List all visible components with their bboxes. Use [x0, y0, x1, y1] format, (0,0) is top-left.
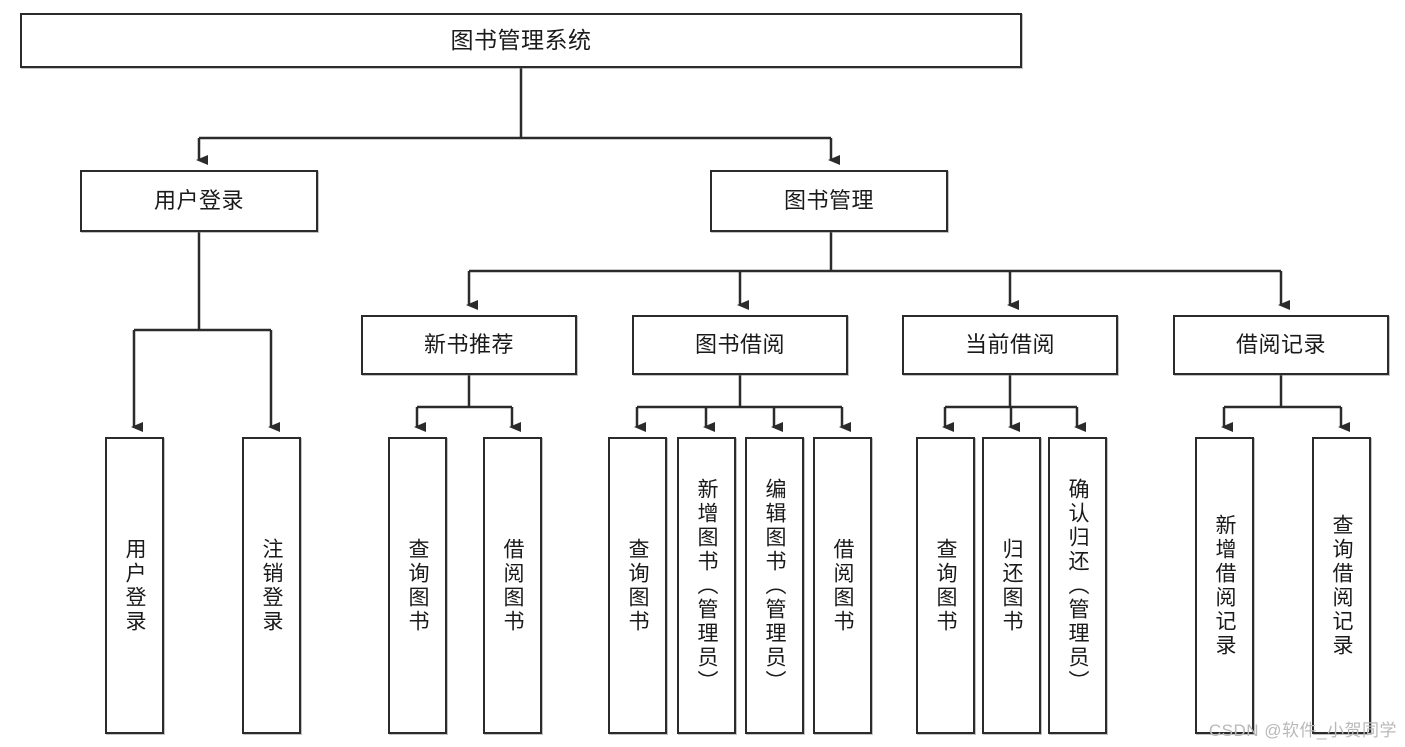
node-label: 当前借阅	[964, 332, 1055, 358]
node-label: 借阅图书	[501, 537, 524, 634]
node-label: 查询图书	[406, 537, 429, 634]
node-label: 图书借阅	[694, 332, 785, 358]
node-new-book-recommend[interactable]: 新书推荐	[361, 315, 577, 375]
node-label: 新增图书（管理员）	[695, 477, 718, 694]
node-label: 归还图书	[1000, 537, 1023, 634]
node-book-management[interactable]: 图书管理	[710, 170, 948, 232]
node-label: 新增借阅记录	[1213, 513, 1236, 658]
node-label: 借阅图书	[831, 537, 854, 634]
leaf-user-login-logout[interactable]: 注销登录	[242, 437, 301, 734]
node-root-book-management-system[interactable]: 图书管理系统	[20, 13, 1022, 68]
node-book-borrow[interactable]: 图书借阅	[632, 315, 848, 375]
leaf-current-borrow-confirm-return-admin[interactable]: 确认归还（管理员）	[1048, 437, 1107, 734]
node-label: 查询图书	[934, 537, 957, 634]
node-label: 借阅记录	[1235, 332, 1326, 358]
node-label: 注销登录	[260, 537, 283, 634]
leaf-book-borrow-borrow-book[interactable]: 借阅图书	[813, 437, 872, 734]
node-label: 新书推荐	[423, 332, 514, 358]
node-current-borrow[interactable]: 当前借阅	[902, 315, 1118, 375]
leaf-new-book-query-book[interactable]: 查询图书	[388, 437, 447, 734]
node-label: 图书管理	[783, 188, 874, 214]
node-borrow-record[interactable]: 借阅记录	[1173, 315, 1389, 375]
leaf-book-borrow-add-book-admin[interactable]: 新增图书（管理员）	[677, 437, 736, 734]
node-label: 用户登录	[123, 537, 146, 634]
node-user-login[interactable]: 用户登录	[80, 170, 318, 232]
node-label: 确认归还（管理员）	[1066, 477, 1089, 694]
leaf-new-book-borrow-book[interactable]: 借阅图书	[483, 437, 542, 734]
leaf-book-borrow-query-book[interactable]: 查询图书	[608, 437, 667, 734]
leaf-current-borrow-query-book[interactable]: 查询图书	[916, 437, 975, 734]
leaf-borrow-record-add-record[interactable]: 新增借阅记录	[1195, 437, 1254, 734]
node-label: 用户登录	[153, 188, 244, 214]
node-label: 编辑图书（管理员）	[763, 477, 786, 694]
node-label: 查询借阅记录	[1330, 513, 1353, 658]
node-label: 查询图书	[626, 537, 649, 634]
leaf-borrow-record-query-record[interactable]: 查询借阅记录	[1312, 437, 1371, 734]
leaf-current-borrow-return-book[interactable]: 归还图书	[982, 437, 1041, 734]
leaf-user-login-login[interactable]: 用户登录	[105, 437, 164, 734]
node-label: 图书管理系统	[450, 27, 592, 54]
leaf-book-borrow-edit-book-admin[interactable]: 编辑图书（管理员）	[745, 437, 804, 734]
